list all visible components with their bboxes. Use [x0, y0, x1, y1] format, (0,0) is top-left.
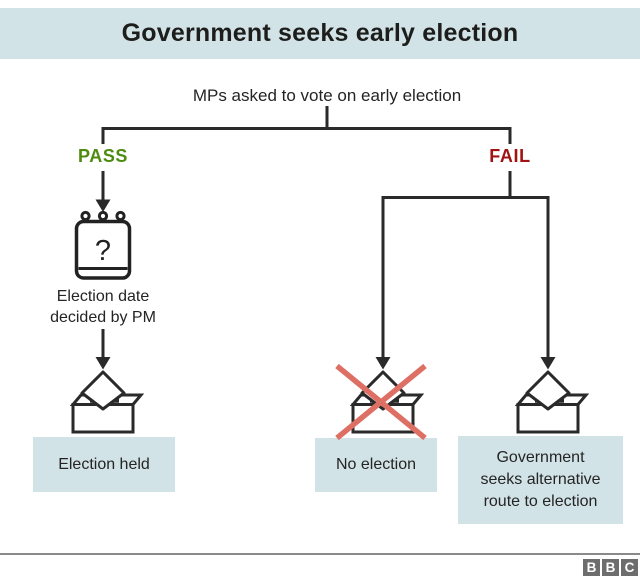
page-title: Government seeks early election: [121, 19, 519, 47]
outcome-no-election: No election: [315, 438, 437, 492]
fail-branch-line: [381, 196, 550, 358]
outcome-alternative-route: Government seeks alternative route to el…: [458, 436, 623, 524]
arrowhead-pass: [95, 199, 111, 212]
calendar-icon: ?: [74, 210, 132, 280]
calendar-ring-icon: [97, 210, 109, 222]
arrowheads: [95, 199, 556, 370]
bbc-logo-block: C: [621, 559, 638, 576]
arrowhead-no-election: [375, 357, 391, 370]
branch-label-fail: FAIL: [489, 146, 531, 166]
pass-fail-branch-line: [101, 127, 512, 144]
outcome-election-held: Election held: [33, 437, 175, 492]
calendar-question-mark: ?: [95, 235, 111, 267]
bbc-logo: B B C: [583, 559, 638, 576]
ballot-box-icon-no-election: [353, 372, 421, 432]
bbc-logo-block: B: [583, 559, 600, 576]
arrowhead-election-held: [95, 357, 111, 370]
ballot-box-icon-alternative: [518, 372, 586, 432]
calendar-ring-icon: [80, 210, 91, 222]
bbc-logo-block: B: [602, 559, 619, 576]
calendar-ring-icon: [115, 210, 126, 222]
arrowhead-alternative: [540, 357, 556, 370]
footer-divider: [0, 553, 640, 555]
cross-out-icon: [335, 363, 427, 441]
branch-label-pass: PASS: [77, 146, 129, 166]
header-bar: Government seeks early election: [0, 8, 640, 59]
calendar-caption: Election date decided by PM: [50, 288, 156, 326]
root-question: MPs asked to vote on early election: [192, 86, 462, 105]
ballot-box-icon-election-held: [73, 372, 141, 432]
